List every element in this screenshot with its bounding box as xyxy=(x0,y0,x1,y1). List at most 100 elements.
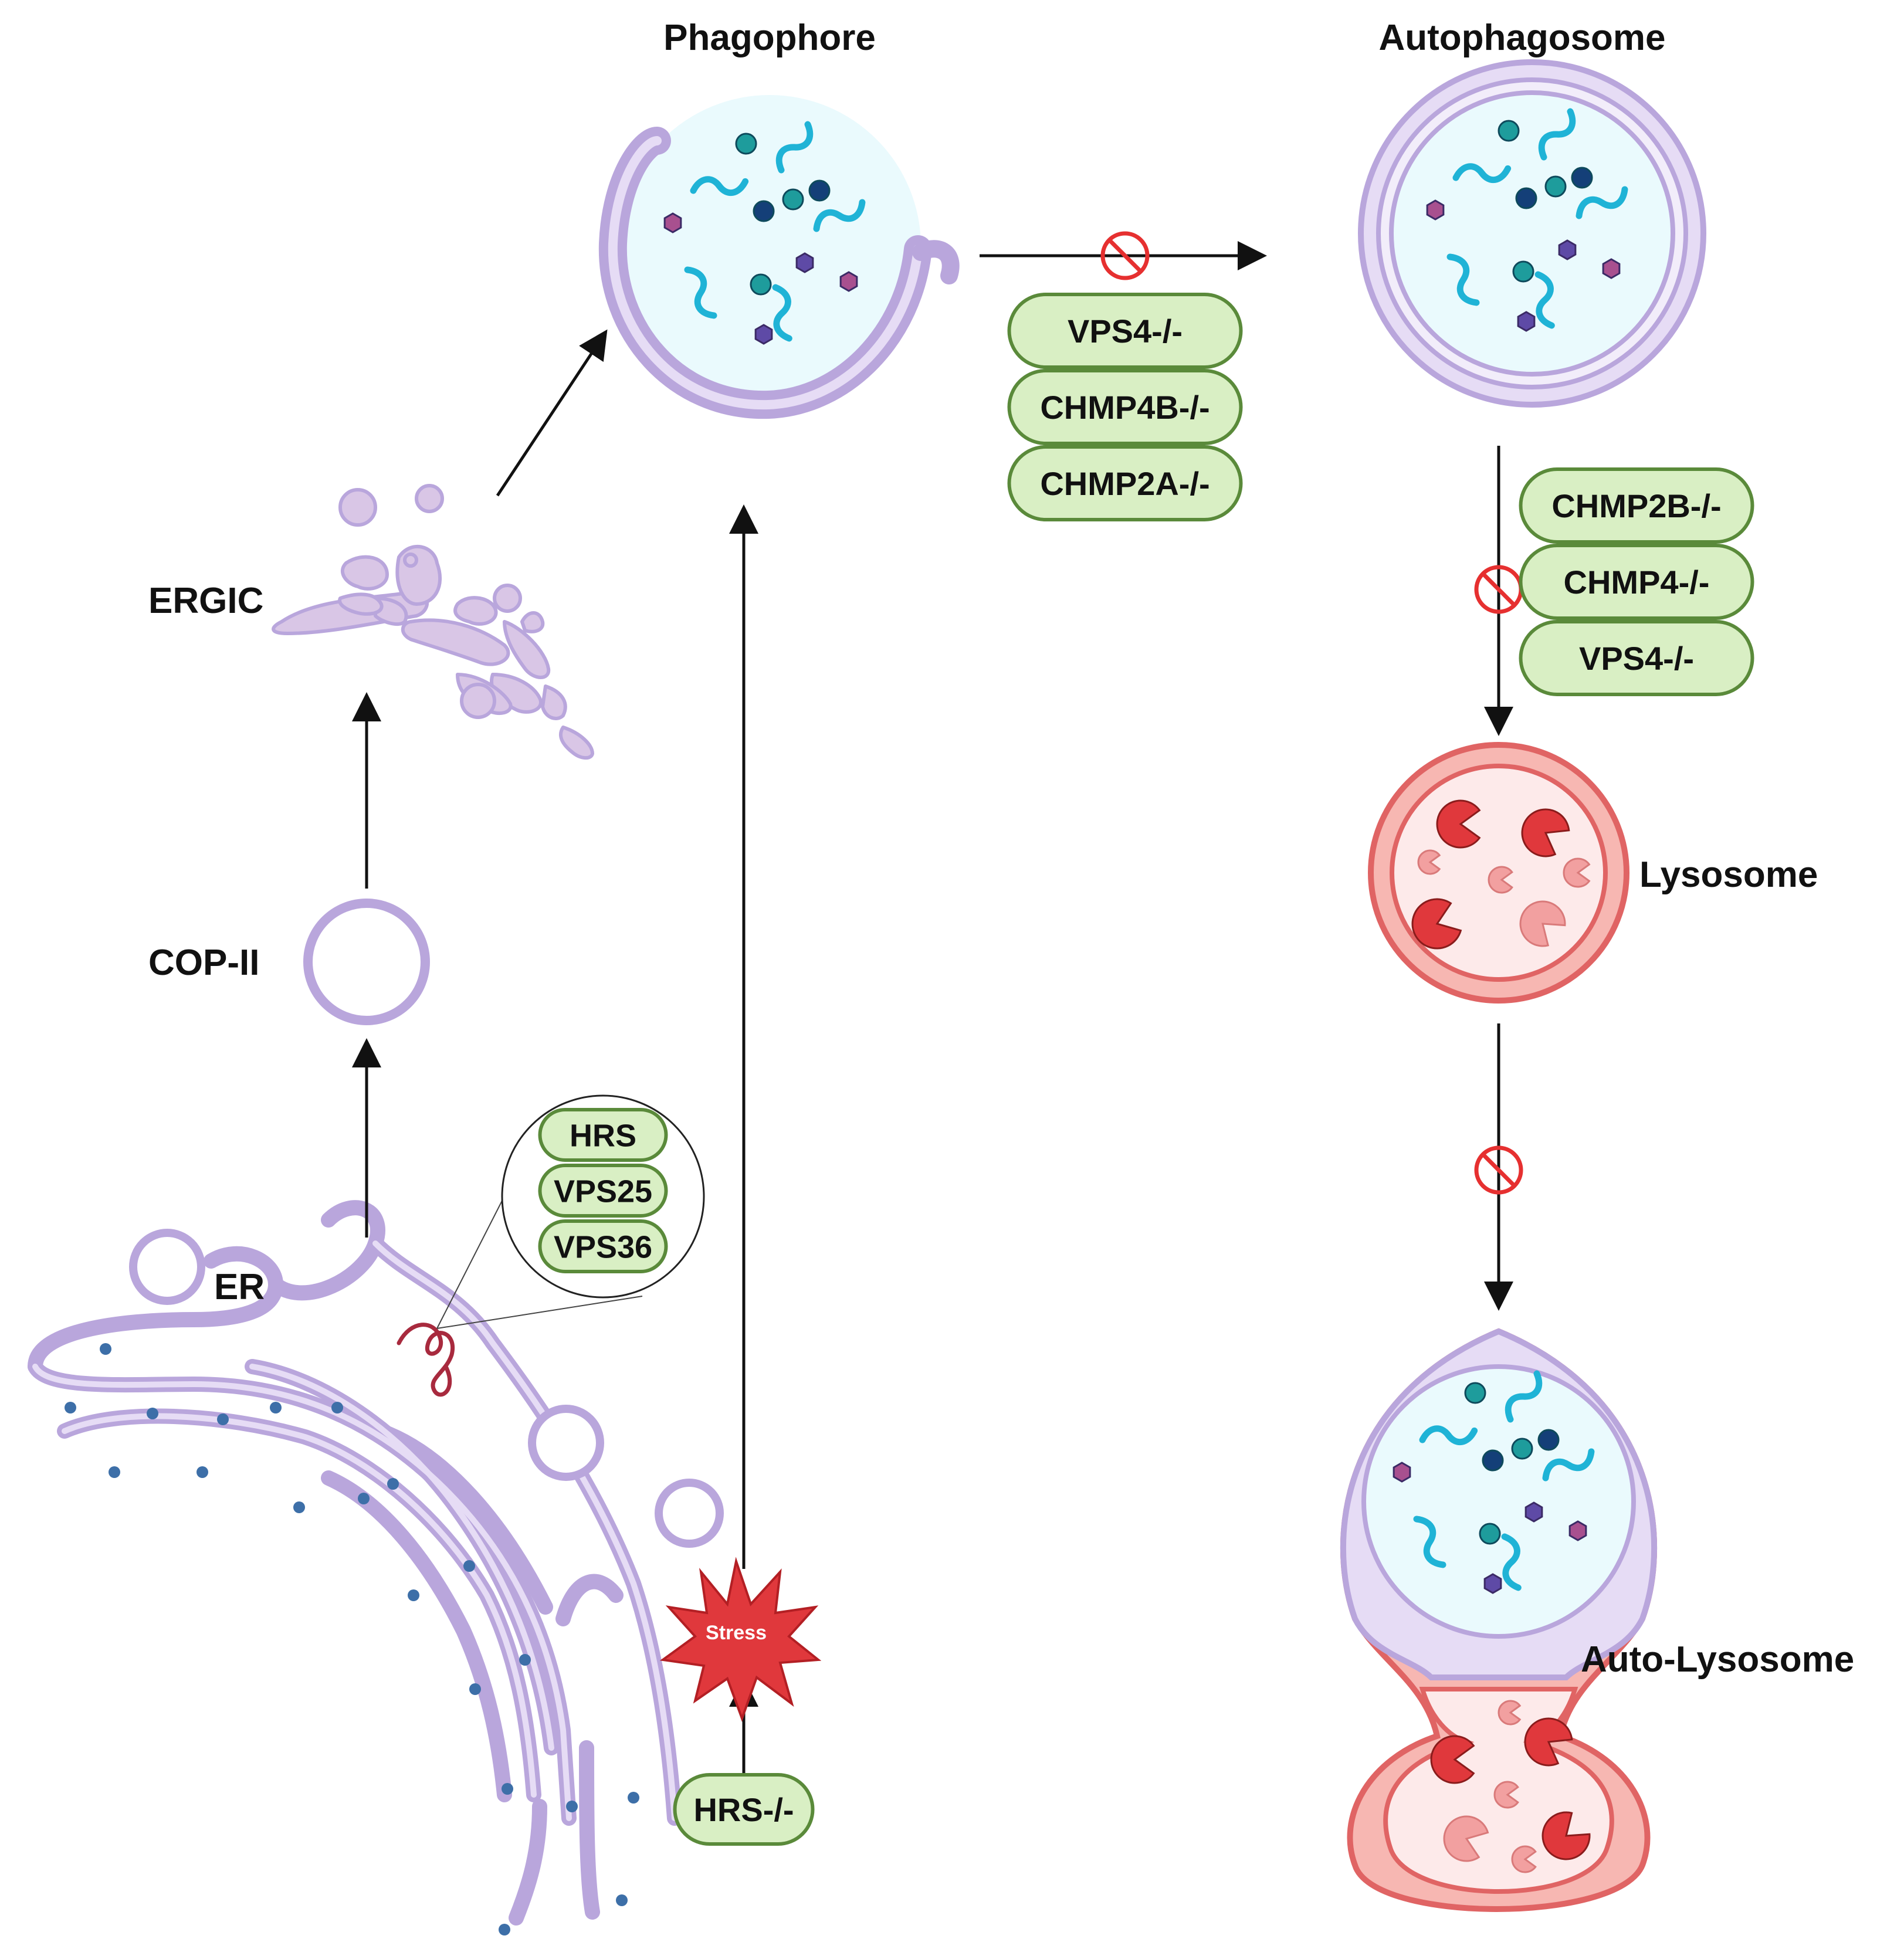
pills-phagophore-to-autophagosome: VPS4-/- CHMP4B-/- CHMP2A-/- xyxy=(1007,293,1243,521)
pill-hrs-label: HRS-/- xyxy=(693,1791,794,1828)
enzyme-pacman-icon xyxy=(1417,849,1441,875)
cargo-dot-icon xyxy=(1512,260,1534,283)
enzyme-pacman-icon xyxy=(1563,857,1591,888)
phagophore-cargo xyxy=(663,121,866,345)
cargo-dot-icon xyxy=(1464,1382,1486,1404)
cargo-hexagon-icon xyxy=(1393,1462,1411,1483)
cargo-strand-icon xyxy=(1538,108,1576,161)
enzyme-pacman-icon xyxy=(1524,1717,1573,1767)
pill-auto-1: CHMP4-/- xyxy=(1519,544,1754,620)
cargo-dot-icon xyxy=(1498,120,1520,142)
pill-auto-0-label: CHMP2B-/- xyxy=(1551,487,1721,524)
pill-hrs: HRS-/- xyxy=(673,1773,815,1846)
pill-auto-1-label: CHMP4-/- xyxy=(1564,564,1710,601)
pill-phago-1: CHMP4B-/- xyxy=(1007,369,1243,445)
autophagosome xyxy=(1358,59,1706,408)
pill-er-2: VPS36 xyxy=(538,1219,668,1273)
misfolded-protein-icon xyxy=(397,1323,455,1397)
cargo-strand-icon xyxy=(1542,1448,1595,1482)
label-lysosome: Lysosome xyxy=(1639,855,1818,895)
cargo-strand-icon xyxy=(690,176,749,196)
label-stress: Stress xyxy=(706,1622,767,1644)
cargo-strand-icon xyxy=(772,284,792,342)
cargo-hexagon-icon xyxy=(1602,258,1621,279)
pill-phago-2: CHMP2A-/- xyxy=(1007,445,1243,521)
phagophore xyxy=(598,95,960,419)
pill-phago-1-label: CHMP4B-/- xyxy=(1040,389,1210,426)
inhibit-icon xyxy=(1100,231,1150,280)
cargo-hexagon-icon xyxy=(795,252,814,273)
pill-er-2-label: VPS36 xyxy=(554,1229,652,1265)
cargo-hexagon-icon xyxy=(839,271,858,292)
pill-phago-2-label: CHMP2A-/- xyxy=(1040,465,1210,502)
cargo-dot-icon xyxy=(808,179,831,202)
cargo-dot-icon xyxy=(1571,167,1593,189)
autophagosome-cargo xyxy=(1426,108,1628,332)
arrow-ergic-to-phagophore xyxy=(496,329,608,497)
auto-lysosome-enzymes xyxy=(1430,1700,1591,1873)
pill-er-1: VPS25 xyxy=(538,1164,668,1218)
cargo-hexagon-icon xyxy=(663,212,682,233)
enzyme-pacman-icon xyxy=(1521,808,1570,857)
cargo-hexagon-icon xyxy=(1517,311,1536,332)
cargo-strand-icon xyxy=(1413,1516,1446,1568)
pills-autophagosome-to-lysosome: CHMP2B-/- CHMP4-/- VPS4-/- xyxy=(1519,467,1754,696)
enzyme-pacman-icon xyxy=(1411,898,1462,950)
cargo-dot-icon xyxy=(1511,1438,1533,1460)
endoplasmic-reticulum xyxy=(28,1172,724,1935)
cargo-strand-icon xyxy=(1446,253,1480,306)
cargo-dot-icon xyxy=(782,188,804,211)
enzyme-pacman-icon xyxy=(1493,1781,1519,1809)
cargo-dot-icon xyxy=(750,273,772,296)
cargo-hexagon-icon xyxy=(1558,239,1577,260)
pill-phago-0-label: VPS4-/- xyxy=(1068,313,1183,350)
enzyme-pacman-icon xyxy=(1488,866,1513,894)
cargo-hexagon-icon xyxy=(1426,199,1445,221)
inhibit-icon xyxy=(1474,1145,1523,1195)
label-cop2: COP-II xyxy=(148,943,259,983)
cargo-dot-icon xyxy=(1515,187,1537,209)
cargo-hexagon-icon xyxy=(1524,1501,1543,1523)
enzyme-pacman-icon xyxy=(1498,1700,1522,1726)
cargo-strand-icon xyxy=(1501,1533,1522,1591)
cargo-strand-icon xyxy=(1452,163,1512,184)
lysosome-enzymes xyxy=(1411,799,1591,950)
cargo-dot-icon xyxy=(753,200,775,222)
enzyme-pacman-icon xyxy=(1436,799,1481,849)
enzyme-pacman-icon xyxy=(1430,1735,1475,1784)
auto-lysosome xyxy=(1340,1328,1658,1912)
cop2-vesicle xyxy=(303,899,430,1025)
cargo-hexagon-icon xyxy=(754,324,773,345)
cargo-dot-icon xyxy=(1544,175,1567,198)
enzyme-pacman-icon xyxy=(1511,1845,1537,1873)
pill-er-0-label: HRS xyxy=(570,1118,636,1153)
pill-auto-0: CHMP2B-/- xyxy=(1519,467,1754,544)
pill-auto-2: VPS4-/- xyxy=(1519,620,1754,696)
pill-er-1-label: VPS25 xyxy=(554,1174,652,1209)
label-autophagosome: Autophagosome xyxy=(1378,18,1665,58)
cargo-strand-icon xyxy=(1534,271,1555,329)
enzyme-pacman-icon xyxy=(1443,1815,1489,1862)
auto-lysosome-cargo xyxy=(1393,1370,1595,1594)
label-auto-lysosome: Auto-Lysosome xyxy=(1581,1639,1854,1680)
cargo-strand-icon xyxy=(684,266,717,319)
pill-auto-2-label: VPS4-/- xyxy=(1579,640,1694,677)
enzyme-pacman-icon xyxy=(1542,1811,1591,1860)
cargo-strand-icon xyxy=(1505,1370,1543,1423)
pill-stress-trigger: HRS-/- xyxy=(673,1773,815,1846)
cargo-strand-icon xyxy=(813,199,866,232)
label-ergic: ERGIC xyxy=(148,581,263,621)
stress-burst-icon xyxy=(659,1557,822,1722)
enzyme-pacman-icon xyxy=(1519,900,1566,947)
ergic-compartment xyxy=(272,484,594,760)
cargo-dot-icon xyxy=(1482,1449,1504,1472)
pill-er-0: HRS xyxy=(538,1108,668,1162)
cargo-strand-icon xyxy=(1419,1425,1478,1446)
cargo-dot-icon xyxy=(1479,1523,1501,1545)
cargo-strand-icon xyxy=(775,121,814,174)
label-phagophore: Phagophore xyxy=(663,18,876,58)
label-er: ER xyxy=(214,1267,265,1307)
